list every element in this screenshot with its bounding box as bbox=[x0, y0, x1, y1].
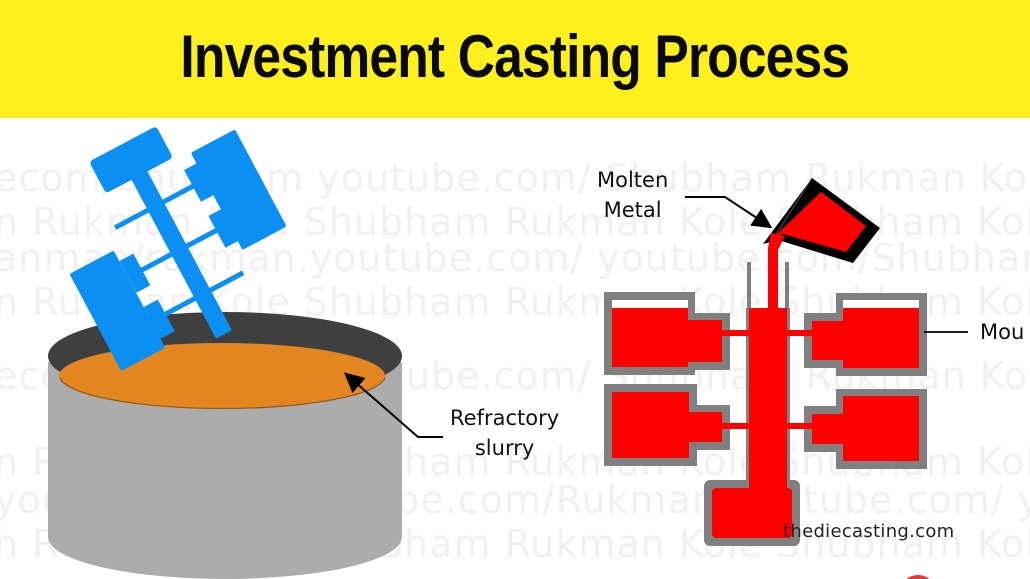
slurry-label-line2: slurry bbox=[474, 436, 535, 460]
mould-cavity bbox=[604, 292, 730, 375]
molten-metal-label-line2: Metal bbox=[603, 198, 662, 222]
mould-base-metal bbox=[712, 488, 792, 538]
slurry-pointer-arrow bbox=[343, 372, 443, 438]
site-credit: thediecasting.com bbox=[783, 521, 955, 542]
pouring-ladle bbox=[763, 177, 880, 308]
molten-metal-stream bbox=[768, 233, 785, 308]
mould-cavity bbox=[804, 293, 927, 376]
molten-metal-pointer-arrow bbox=[685, 196, 773, 229]
slurry-label: Refractory slurry bbox=[450, 403, 559, 463]
mould-cavity bbox=[604, 384, 730, 466]
mould-assembly bbox=[604, 262, 968, 546]
slurry-container bbox=[48, 312, 402, 579]
title-banner: Investment Casting Process bbox=[0, 0, 1030, 118]
page-title: Investment Casting Process bbox=[180, 22, 851, 90]
container-side bbox=[48, 362, 402, 579]
slurry-label-line1: Refractory bbox=[450, 406, 560, 430]
molten-metal-label: Molten Metal bbox=[597, 165, 668, 225]
molten-metal-label-line1: Molten bbox=[597, 168, 669, 192]
mould-label: Mou bbox=[980, 320, 1025, 344]
partial-logo-shape bbox=[906, 575, 930, 579]
wax-pattern-tree bbox=[70, 127, 286, 371]
mould-cavity bbox=[804, 389, 927, 469]
